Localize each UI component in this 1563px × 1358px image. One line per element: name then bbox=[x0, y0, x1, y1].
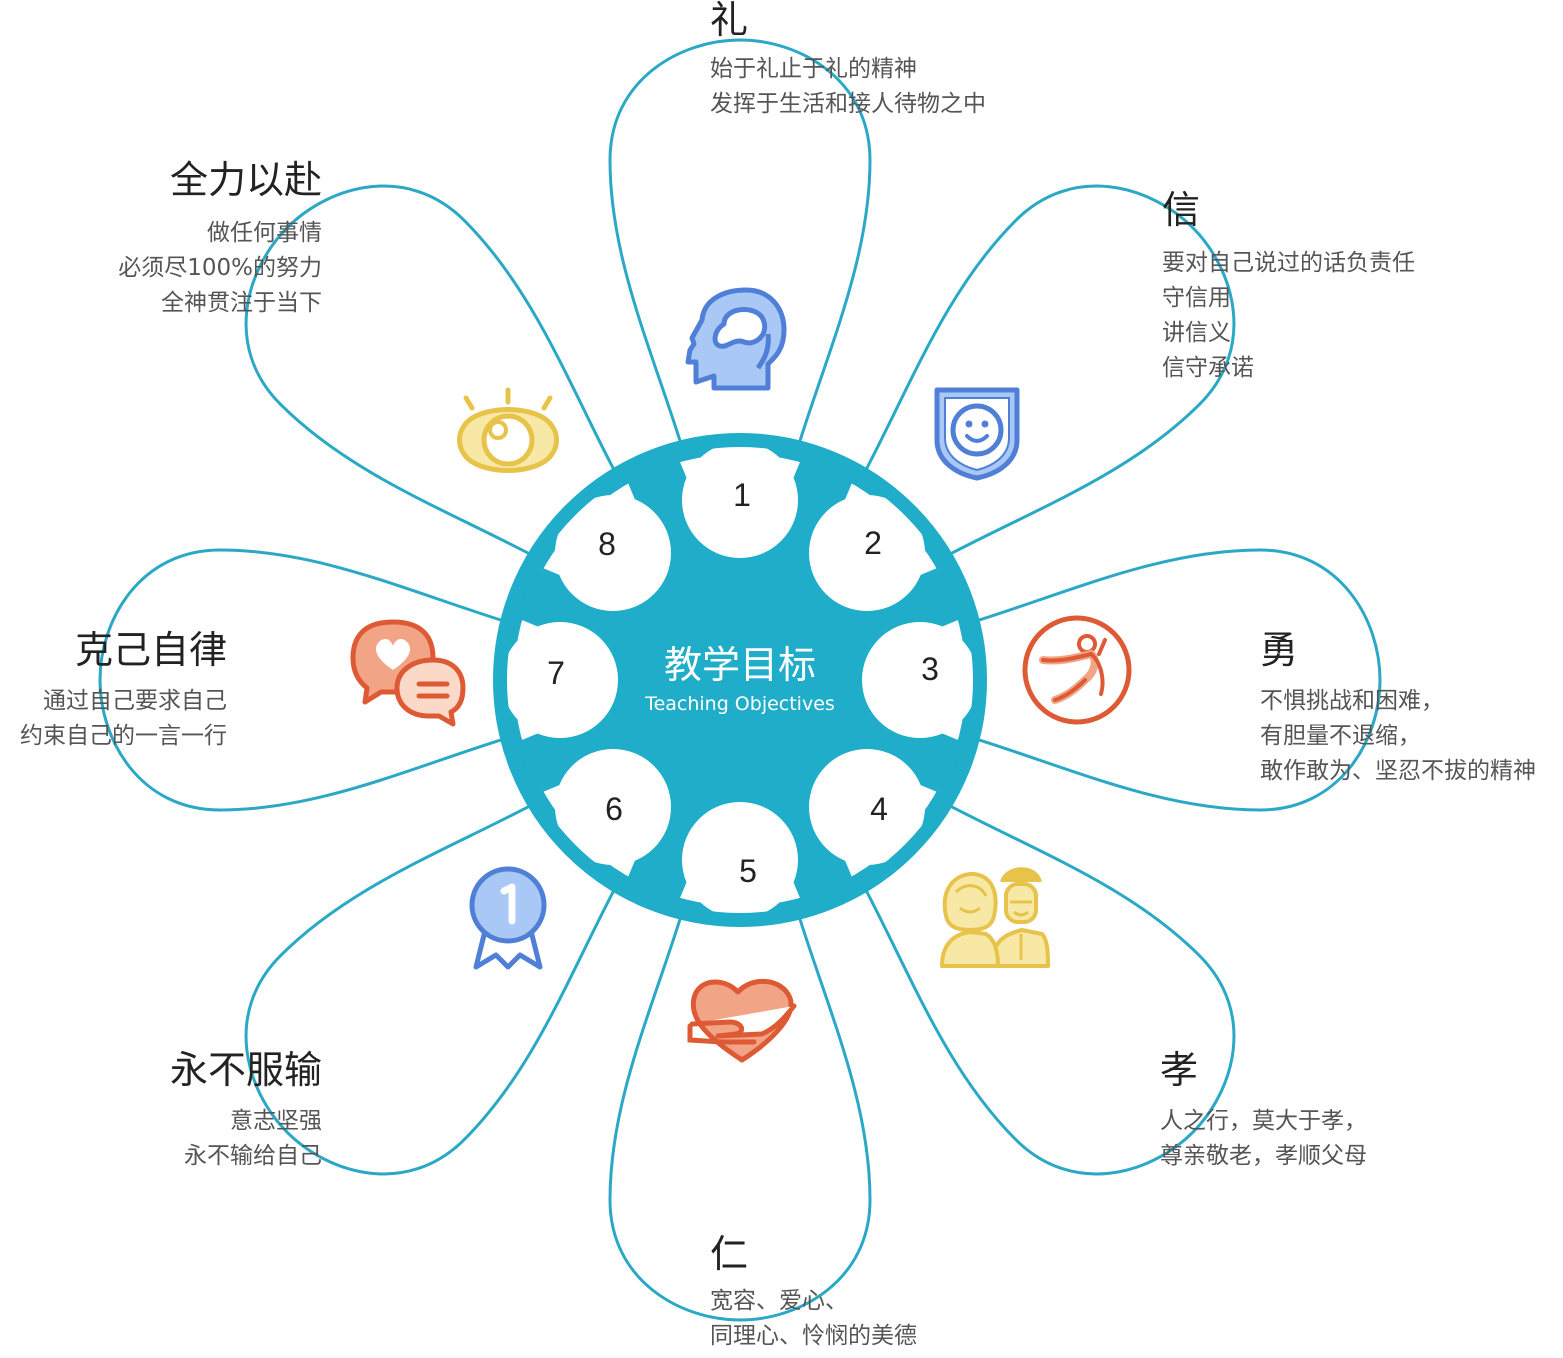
value-title-self-discipline: 克己自律 bbox=[74, 628, 227, 672]
value-block-xin: 信 要对自己说过的话负责任 守信用 讲信义 信守承诺 bbox=[1162, 186, 1415, 386]
value-line: 发挥于生活和接人待物之中 bbox=[710, 91, 986, 117]
value-line: 意志坚强 bbox=[230, 1108, 322, 1134]
value-line: 宽容、爱心、 bbox=[710, 1288, 848, 1314]
value-line: 信守承诺 bbox=[1162, 355, 1254, 381]
value-line: 要对自己说过的话负责任 bbox=[1162, 250, 1415, 276]
segment-number-4: 4 bbox=[870, 791, 888, 827]
segment-number-3: 3 bbox=[921, 651, 939, 687]
value-title-xiao: 孝 bbox=[1160, 1048, 1199, 1092]
value-line: 全神贯注于当下 bbox=[161, 290, 322, 316]
value-line: 有胆量不退缩， bbox=[1260, 723, 1421, 749]
segment-number-6: 6 bbox=[605, 791, 623, 827]
value-line: 不惧挑战和困难， bbox=[1260, 688, 1444, 714]
value-block-ren: 仁 宽容、爱心、 同理心、怜悯的美德 bbox=[710, 1230, 917, 1354]
value-line: 通过自己要求自己 bbox=[43, 688, 227, 714]
value-line: 永不输给自己 bbox=[184, 1143, 322, 1169]
segment-number-5: 5 bbox=[739, 853, 757, 889]
value-line: 尊亲敬老，孝顺父母 bbox=[1160, 1143, 1367, 1169]
value-title-li: 礼 bbox=[710, 0, 749, 42]
value-line: 敢作敢为、坚忍不拔的精神 bbox=[1260, 758, 1536, 784]
eye-icon bbox=[457, 387, 559, 473]
value-title-never-give-up: 永不服输 bbox=[169, 1048, 322, 1092]
value-block-self-discipline: 克己自律 通过自己要求自己 约束自己的一言一行 bbox=[20, 626, 227, 754]
center-title: 教学目标 bbox=[664, 643, 816, 687]
value-line: 同理心、怜悯的美德 bbox=[710, 1323, 917, 1349]
smiley-shield-icon bbox=[934, 387, 1020, 481]
segment-number-7: 7 bbox=[547, 655, 565, 691]
hand-heart-icon bbox=[687, 978, 797, 1063]
value-line: 人之行，莫大于孝， bbox=[1160, 1108, 1367, 1134]
head-brain-icon bbox=[685, 287, 787, 391]
segment-number-1: 1 bbox=[733, 477, 751, 513]
chat-heart-icon bbox=[350, 619, 466, 727]
value-block-li: 礼 始于礼止于礼的精神 发挥于生活和接人待物之中 bbox=[710, 0, 986, 122]
segment-number-2: 2 bbox=[864, 525, 882, 561]
elderly-couple-icon bbox=[940, 867, 1050, 968]
value-title-yong: 勇 bbox=[1260, 628, 1299, 672]
segment-number-8: 8 bbox=[598, 526, 616, 562]
value-line: 做任何事情 bbox=[207, 220, 322, 246]
value-line: 约束自己的一言一行 bbox=[20, 723, 227, 749]
value-title-all-out: 全力以赴 bbox=[169, 158, 322, 202]
value-block-all-out: 全力以赴 做任何事情 必须尽100%的努力 全神贯注于当下 bbox=[118, 156, 322, 321]
value-title-xin: 信 bbox=[1162, 188, 1201, 232]
value-line: 始于礼止于礼的精神 bbox=[710, 56, 917, 82]
value-title-ren: 仁 bbox=[710, 1232, 749, 1276]
value-line: 必须尽100%的努力 bbox=[118, 255, 322, 281]
center-subtitle: Teaching Objectives bbox=[644, 693, 835, 715]
medal-ribbon-icon bbox=[469, 866, 547, 970]
value-block-xiao: 孝 人之行，莫大于孝， 尊亲敬老，孝顺父母 bbox=[1160, 1046, 1367, 1174]
jumping-person-icon bbox=[1022, 615, 1132, 725]
value-block-yong: 勇 不惧挑战和困难， 有胆量不退缩， 敢作敢为、坚忍不拔的精神 bbox=[1260, 626, 1536, 789]
value-line: 守信用 bbox=[1162, 285, 1231, 311]
value-line: 讲信义 bbox=[1162, 320, 1231, 346]
value-block-never-give-up: 永不服输 意志坚强 永不输给自己 bbox=[170, 1046, 322, 1174]
center-ring bbox=[493, 433, 987, 927]
